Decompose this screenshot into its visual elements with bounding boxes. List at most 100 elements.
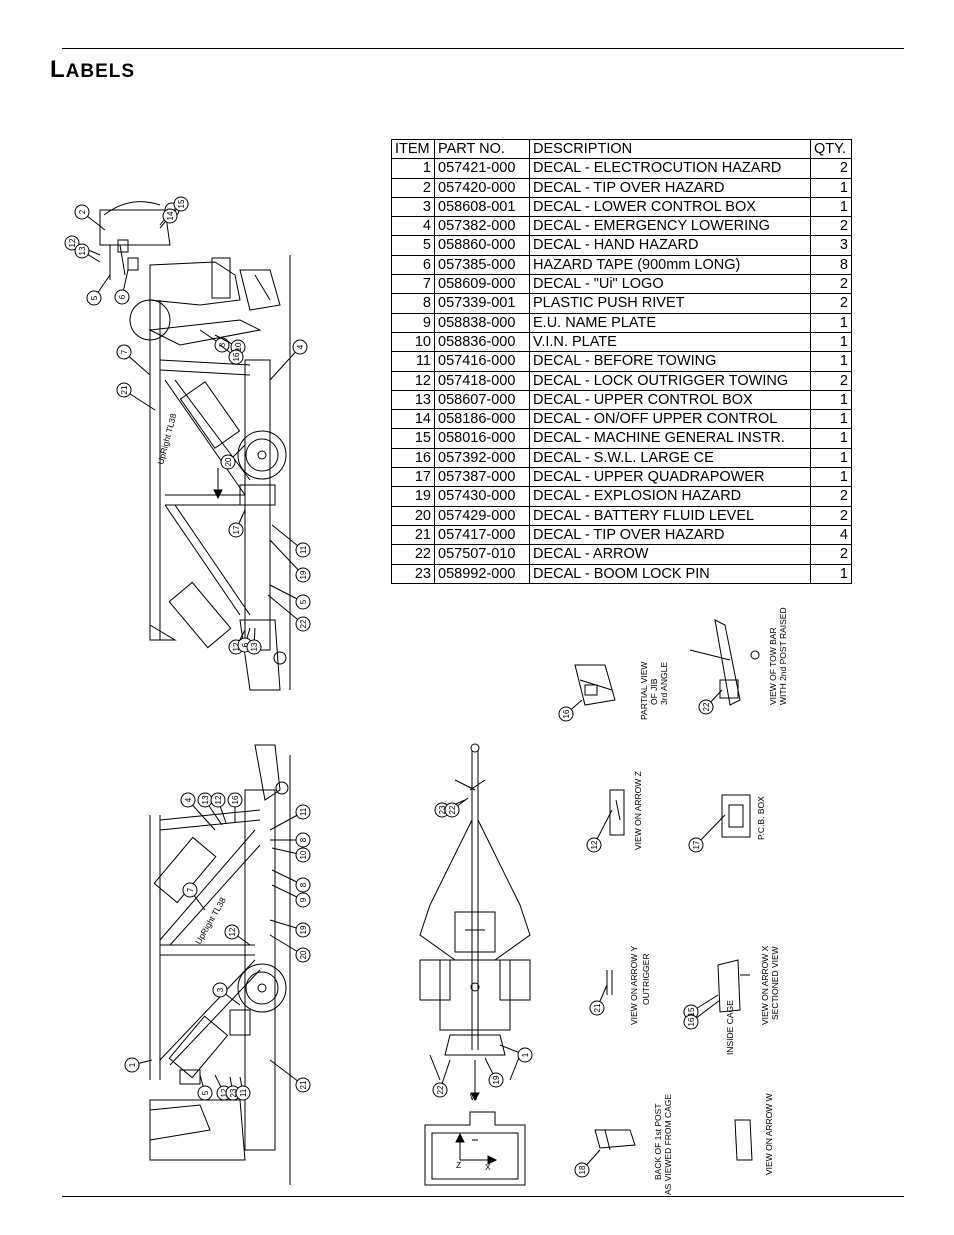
cell-item: 17 bbox=[391, 467, 435, 488]
callout-balloon bbox=[444, 802, 460, 818]
callout-number: 22 bbox=[299, 619, 308, 628]
cell-description: DECAL - ON/OFF UPPER CONTROL bbox=[529, 409, 811, 430]
detail-arrow-x bbox=[717, 959, 750, 1013]
cell-part-no: 057507-010 bbox=[434, 544, 530, 565]
cell-part-no: 058860-000 bbox=[434, 235, 530, 256]
cell-part-no: 058186-000 bbox=[434, 409, 530, 430]
callout-number: 20 bbox=[299, 950, 308, 959]
top-plan-view bbox=[419, 743, 531, 1102]
callout-balloon bbox=[432, 1082, 448, 1098]
callout-balloon bbox=[124, 1057, 140, 1073]
callout-balloon bbox=[488, 1072, 504, 1088]
callout-balloon bbox=[683, 1014, 699, 1030]
view-label: P.C.B. BOX bbox=[756, 796, 766, 840]
callout-balloon bbox=[173, 196, 189, 212]
callout-balloon bbox=[246, 639, 262, 655]
callout-number: 12 bbox=[232, 642, 241, 651]
cell-description: DECAL - EMERGENCY LOWERING bbox=[529, 216, 811, 237]
callout-balloon bbox=[116, 382, 132, 398]
callout-number: 22 bbox=[448, 805, 457, 814]
arrow-letter: Z bbox=[456, 1160, 461, 1170]
cell-part-no: 058608-001 bbox=[434, 196, 530, 218]
bottom-rule bbox=[62, 1196, 904, 1197]
view-label: OUTRIGGER bbox=[641, 954, 651, 1005]
cell-description: PLASTIC PUSH RIVET bbox=[529, 293, 811, 314]
callout-balloon bbox=[224, 924, 240, 940]
callout-balloon bbox=[182, 882, 198, 898]
callout-balloon bbox=[589, 1000, 605, 1016]
callout-balloon bbox=[295, 804, 311, 820]
view-label: WITH 2nd POST RAISED bbox=[778, 607, 788, 705]
detail-arrow-z bbox=[609, 789, 625, 836]
callout-number: 4 bbox=[184, 797, 193, 802]
callout-number: 12 bbox=[68, 238, 77, 247]
callout-number: 19 bbox=[492, 1075, 501, 1084]
callout-number: 11 bbox=[299, 545, 308, 554]
callout-number: 4 bbox=[296, 344, 305, 349]
callout-number: 23 bbox=[229, 1088, 238, 1097]
callout-balloon bbox=[295, 877, 311, 893]
callout-balloon bbox=[228, 349, 244, 365]
callout-balloon bbox=[292, 339, 308, 355]
callout-number: 21 bbox=[120, 385, 129, 394]
side-view-bottom bbox=[149, 744, 291, 1185]
callout-number: 13 bbox=[250, 642, 259, 651]
cell-part-no: 057430-000 bbox=[434, 486, 530, 507]
cell-item: 22 bbox=[391, 544, 435, 565]
callout-number: 11 bbox=[299, 807, 308, 816]
callout-number: 21 bbox=[593, 1003, 602, 1012]
callout-number: 18 bbox=[578, 1165, 587, 1174]
cell-description: DECAL - LOCK OUTRIGGER TOWING bbox=[529, 370, 811, 391]
cell-description: DECAL - BOOM LOCK PIN bbox=[529, 563, 811, 584]
view-label: PARTIAL VIEW bbox=[639, 662, 649, 720]
callout-leader bbox=[267, 594, 304, 625]
callout-number: 12 bbox=[220, 1088, 229, 1097]
callout-number: 23 bbox=[438, 805, 447, 814]
cell-part-no: 058016-000 bbox=[434, 428, 530, 449]
view-label: OF JIB bbox=[649, 678, 659, 705]
callout-balloon bbox=[698, 699, 714, 715]
view-label: SECTIONED VIEW bbox=[770, 946, 780, 1020]
cell-part-no: 057385-000 bbox=[434, 254, 530, 276]
cell-part-no: 057421-000 bbox=[434, 158, 530, 179]
callout-balloon bbox=[295, 832, 311, 848]
callout-number: 3 bbox=[216, 987, 225, 992]
callout-balloon bbox=[74, 204, 90, 220]
boom-logo-text: UpRight TL38 bbox=[193, 895, 228, 946]
boom-logo-text: UpRight TL38 bbox=[155, 412, 178, 465]
view-label: VIEW ON ARROW X bbox=[760, 945, 770, 1025]
callout-number: 1 bbox=[128, 1062, 137, 1067]
callout-balloon bbox=[295, 847, 311, 863]
cell-description: DECAL - LOWER CONTROL BOX bbox=[529, 196, 811, 218]
cell-part-no: 057417-000 bbox=[434, 524, 530, 546]
cell-qty: 2 bbox=[810, 486, 852, 507]
callout-balloon bbox=[116, 344, 132, 360]
callout-number: 6 bbox=[118, 294, 127, 299]
cage-top-view bbox=[424, 1111, 526, 1186]
callout-number: 12 bbox=[214, 795, 223, 804]
callout-balloon bbox=[558, 706, 574, 722]
cell-part-no: 057418-000 bbox=[434, 370, 530, 391]
callout-number: 16 bbox=[562, 709, 571, 718]
cell-description: DECAL - BATTERY FLUID LEVEL bbox=[529, 505, 811, 526]
detail-tow-bar bbox=[689, 619, 760, 706]
view-label: BACK OF 1st POST bbox=[653, 1103, 663, 1180]
callout-number: 6 bbox=[241, 642, 250, 647]
callout-number: 13 bbox=[78, 246, 87, 255]
callout-balloon bbox=[227, 792, 243, 808]
callout-number: 5 bbox=[201, 1090, 210, 1095]
callout-balloon bbox=[180, 792, 196, 808]
cell-part-no: 058838-000 bbox=[434, 312, 530, 333]
callout-number: 10 bbox=[234, 342, 243, 351]
cell-qty: 1 bbox=[810, 428, 852, 449]
detail-arrow-w bbox=[734, 1119, 753, 1161]
cell-qty: 3 bbox=[810, 235, 852, 256]
